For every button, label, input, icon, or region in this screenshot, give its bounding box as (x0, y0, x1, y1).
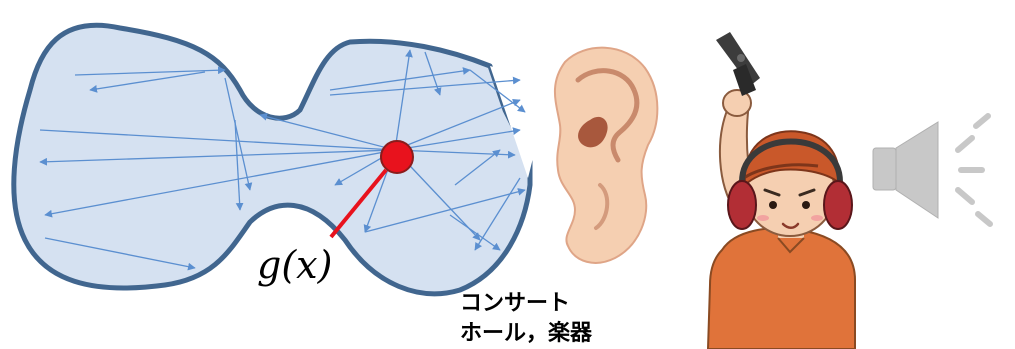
reflection-ray (364, 188, 526, 233)
reflection-rays (39, 49, 526, 271)
speaker-icon (872, 113, 993, 227)
ear-icon (553, 46, 659, 264)
reflection-ray (224, 77, 253, 191)
reflection-ray (454, 149, 501, 186)
hall-caption-line1: コンサート (460, 291, 570, 316)
reflection-ray (44, 149, 396, 218)
reflection-ray (394, 49, 413, 151)
reflection-ray (259, 112, 396, 151)
source-pointer-line (329, 168, 388, 239)
reflection-ray (74, 66, 226, 76)
reflection-ray (394, 127, 521, 151)
reflection-ray (424, 51, 442, 96)
sound-source-dot (380, 140, 414, 174)
reflection-ray (329, 67, 471, 91)
function-label: g(x) (257, 243, 332, 287)
reflection-ray (394, 98, 521, 151)
reflection-ray (469, 69, 526, 113)
reflection-ray (44, 237, 196, 271)
reflection-ray (89, 71, 206, 93)
reflection-ray (234, 119, 244, 211)
reflection-ray (449, 214, 501, 251)
reflection-ray (39, 129, 396, 154)
person-illustration (706, 89, 856, 349)
concert-hall-shape (11, 22, 540, 297)
hall-caption-line2: ホール，楽器 (460, 320, 593, 346)
reflection-ray (329, 76, 521, 96)
reflection-ray (39, 149, 396, 166)
hall-outline (11, 22, 533, 297)
starter-pistol-icon (716, 32, 760, 96)
